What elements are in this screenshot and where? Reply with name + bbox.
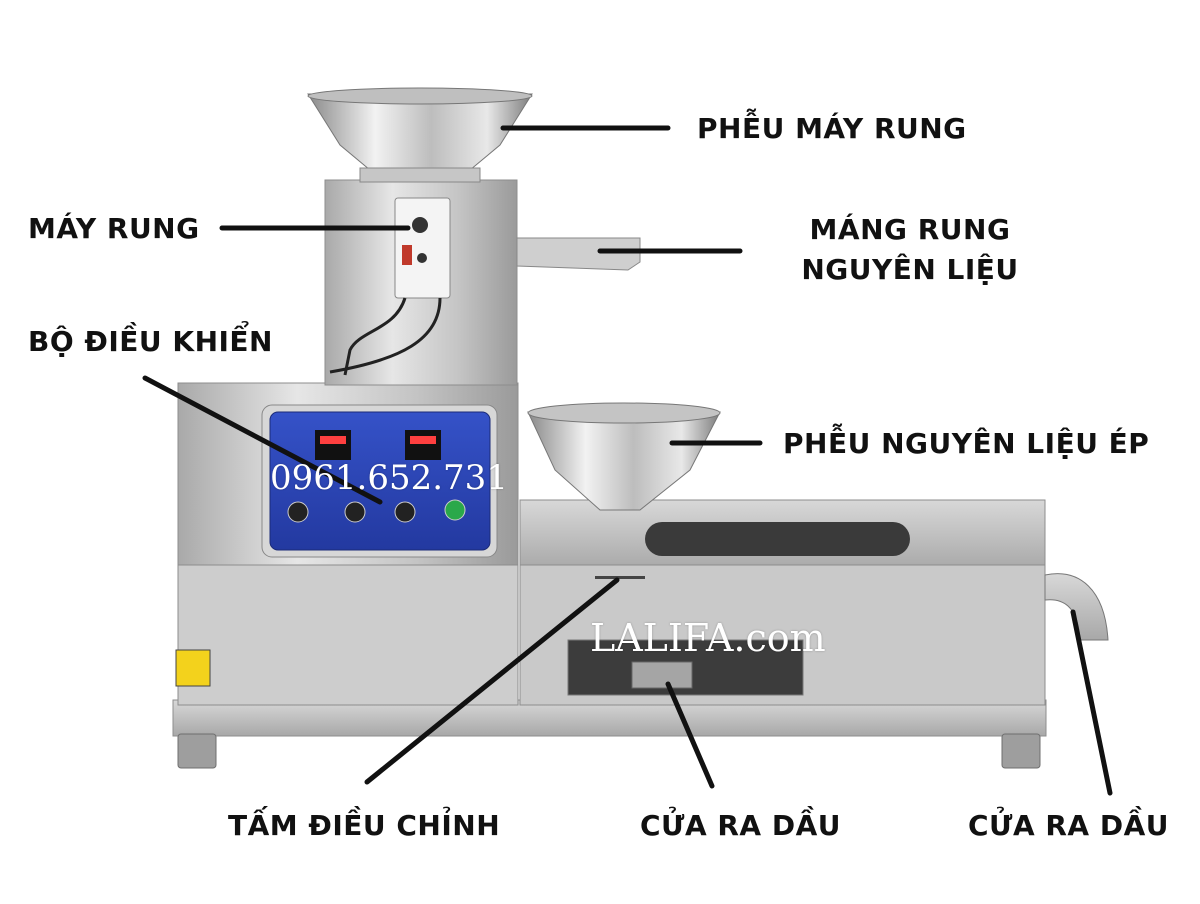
- adjust-plate-slot: [595, 576, 645, 579]
- label-feed-tray-line2: NGUYÊN LIỆU: [801, 253, 1019, 286]
- warning-sticker: [175, 649, 211, 687]
- label-adjust-plate: TẤM ĐIỀU CHỈNH: [228, 809, 501, 842]
- vibrator-switch-box: [394, 197, 451, 299]
- feed-tray: [516, 237, 641, 271]
- watermark-site: LALIFA.com: [590, 616, 826, 660]
- vibration-hopper: [307, 87, 533, 183]
- leader-line-oil-outlet-center: [665, 681, 715, 789]
- label-press-hopper: PHỄU NGUYÊN LIỆU ÉP: [783, 427, 1150, 460]
- press-hopper: [527, 402, 721, 511]
- label-oil-outlet-center: CỬA RA DẦU: [640, 809, 841, 842]
- leader-line-controller: [142, 375, 383, 505]
- label-vibration-hopper: PHỄU MÁY RUNG: [697, 112, 967, 145]
- label-vibrator: MÁY RUNG: [28, 212, 200, 245]
- oil-outlet-tray: [631, 661, 693, 689]
- press-body: [519, 499, 1046, 706]
- label-controller: BỘ ĐIỀU KHIỂN: [28, 325, 273, 358]
- control-panel: [261, 404, 498, 558]
- label-feed-tray: MÁNG RUNG NGUYÊN LIỆU: [790, 212, 1030, 288]
- machine-base: [172, 699, 1047, 769]
- label-feed-tray-line1: MÁNG RUNG: [809, 213, 1011, 246]
- leader-line-adjust-plate: [364, 577, 620, 785]
- oil-outlet-spout: [1044, 573, 1109, 641]
- label-oil-outlet-right: CỬA RA DẦU: [968, 809, 1169, 842]
- vibrator-tower: [324, 179, 518, 386]
- leader-line-oil-outlet-right: [1070, 609, 1113, 796]
- watermark-phone: 0961.652.731: [270, 458, 508, 498]
